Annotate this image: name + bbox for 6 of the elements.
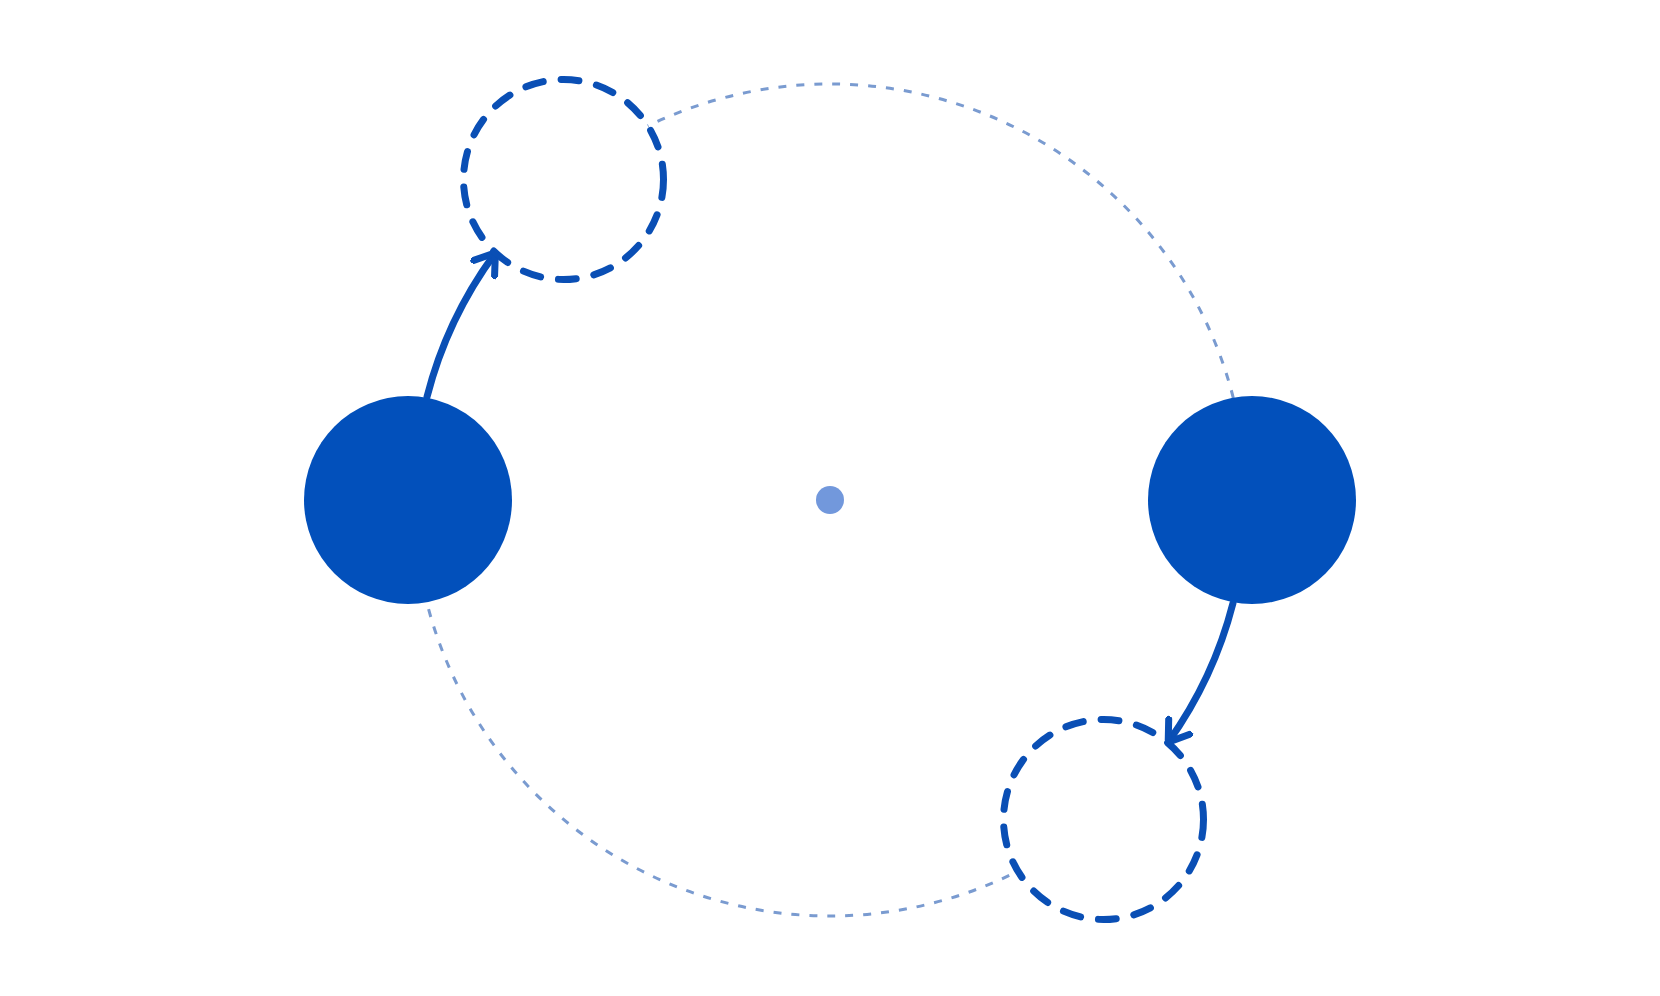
arrow: [423, 249, 500, 401]
solid-circle: [304, 396, 512, 604]
dashed-circle: [1000, 716, 1208, 924]
dashed-circle: [460, 76, 668, 284]
solid-circle: [1148, 396, 1356, 604]
arrow: [1164, 599, 1237, 746]
